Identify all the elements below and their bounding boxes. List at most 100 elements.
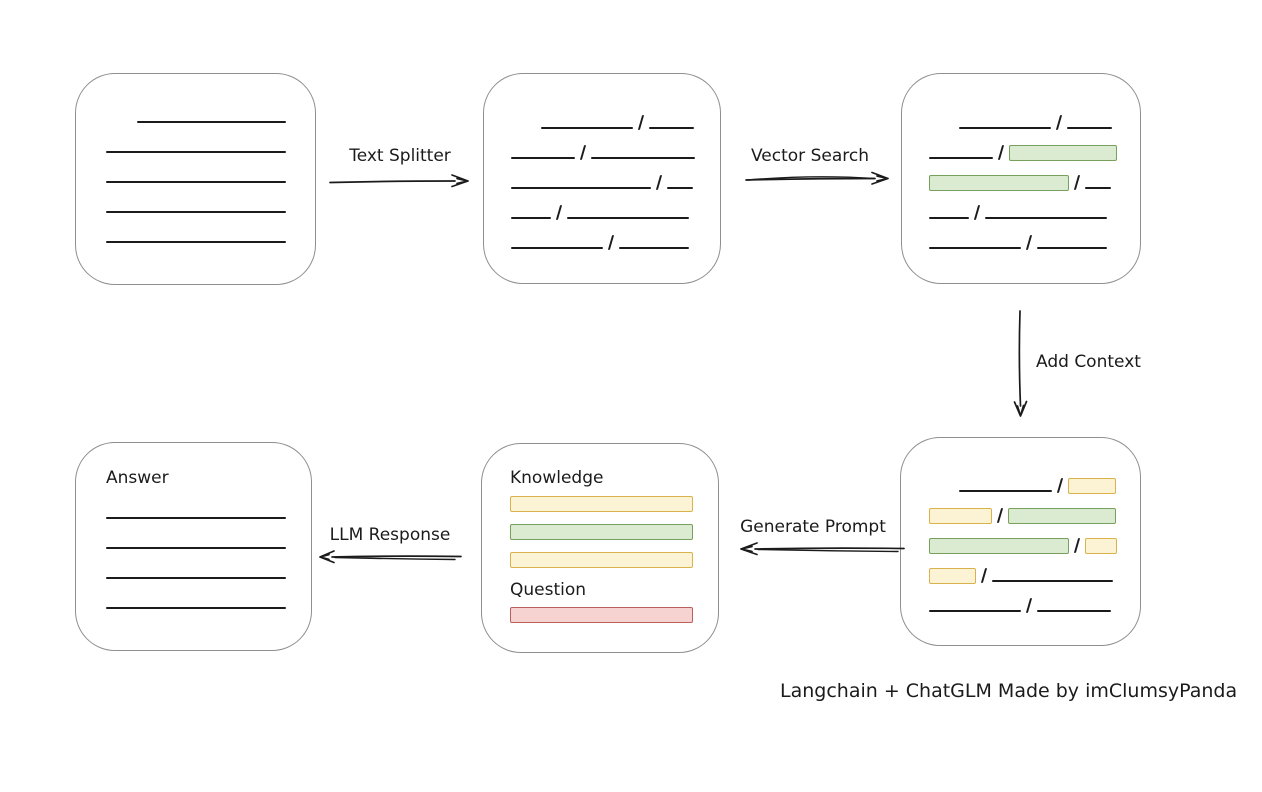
text-line [106, 607, 286, 609]
text-row [106, 95, 315, 125]
text-line [1037, 247, 1108, 249]
text-line [137, 121, 286, 123]
text-line [992, 580, 1114, 582]
text-line [929, 247, 1021, 249]
text-row [511, 131, 720, 161]
split-chunks-box [483, 73, 721, 284]
text-row [106, 521, 311, 551]
text-line [106, 211, 286, 213]
vector-search-arrow [744, 168, 890, 188]
knowledge-bars [510, 496, 718, 568]
source-document-box [75, 73, 316, 285]
text-splitter-label: Text Splitter [349, 146, 451, 166]
text-line [985, 217, 1108, 219]
text-line [106, 517, 286, 519]
prompt-box: Knowledge Question [481, 443, 719, 653]
left-arrow-icon [319, 550, 462, 564]
text-row [106, 155, 315, 185]
knowledge-label: Knowledge [510, 468, 604, 488]
text-row [929, 101, 1140, 131]
text-line [667, 187, 694, 189]
text-row [106, 125, 315, 155]
highlight-green [1009, 145, 1118, 161]
text-line [541, 127, 633, 129]
context-chunk-lines [929, 464, 1140, 614]
text-line [511, 217, 551, 219]
slash-separator [579, 145, 587, 160]
generate-prompt-label: Generate Prompt [740, 517, 886, 537]
text-row [929, 191, 1140, 221]
text-row [106, 551, 311, 581]
text-line [106, 577, 286, 579]
slash-separator [1056, 478, 1064, 493]
credit-text: Langchain + ChatGLM Made by imClumsyPand… [780, 680, 1238, 702]
spacer [106, 124, 137, 125]
document-lines [106, 95, 315, 245]
text-line [619, 247, 690, 249]
text-row [511, 101, 720, 131]
slash-separator [996, 508, 1004, 523]
text-line [106, 241, 286, 243]
text-line [591, 157, 696, 159]
right-arrow-icon [329, 174, 469, 188]
highlight-bar-yellow [510, 496, 693, 512]
answer-lines [106, 491, 311, 611]
text-line [1085, 187, 1112, 189]
spacer [929, 493, 959, 494]
text-splitter-arrow [328, 171, 470, 191]
text-row [511, 161, 720, 191]
text-line [929, 217, 969, 219]
vector-search-label: Vector Search [751, 146, 869, 166]
slash-separator [607, 235, 615, 250]
llm-response-label: LLM Response [329, 525, 451, 545]
text-line [959, 490, 1052, 492]
text-line [929, 610, 1021, 612]
text-line [106, 547, 286, 549]
text-row [929, 584, 1140, 614]
llm-response-arrow [317, 547, 463, 567]
text-line [959, 127, 1051, 129]
text-line [929, 157, 993, 159]
answer-box: Answer [75, 442, 312, 651]
highlight-green [1008, 508, 1117, 524]
highlight-green [929, 538, 1069, 554]
text-row [511, 221, 720, 251]
context-chunks-box [900, 437, 1141, 646]
text-line [106, 181, 286, 183]
highlight-bar-yellow [510, 552, 693, 568]
down-arrow-icon [1013, 310, 1028, 417]
text-row [511, 191, 720, 221]
add-context-label: Add Context [1036, 352, 1141, 372]
slash-separator [1073, 538, 1081, 553]
text-row [929, 494, 1140, 524]
text-row [106, 215, 315, 245]
text-line [567, 217, 690, 219]
question-bars [510, 607, 718, 623]
highlight-yellow [1068, 478, 1117, 494]
highlight-yellow [929, 568, 976, 584]
highlight-green [929, 175, 1069, 191]
text-row [929, 524, 1140, 554]
text-row [929, 221, 1140, 251]
slash-separator [1025, 235, 1033, 250]
right-arrow-icon [745, 171, 889, 185]
add-context-arrow [1007, 309, 1035, 421]
highlight-yellow [929, 508, 992, 524]
slash-separator [555, 205, 563, 220]
spacer [929, 130, 959, 131]
text-row [929, 464, 1140, 494]
text-line [649, 127, 695, 129]
slash-separator [997, 145, 1005, 160]
text-row [929, 161, 1140, 191]
highlight-bar-green [510, 524, 693, 540]
text-row [929, 554, 1140, 584]
spacer [511, 130, 541, 131]
question-label: Question [510, 580, 587, 600]
vector-matched-box [901, 73, 1141, 284]
text-row [106, 581, 311, 611]
text-row [106, 185, 315, 215]
slash-separator [980, 568, 988, 583]
slash-separator [1025, 598, 1033, 613]
highlight-yellow [1085, 538, 1118, 554]
